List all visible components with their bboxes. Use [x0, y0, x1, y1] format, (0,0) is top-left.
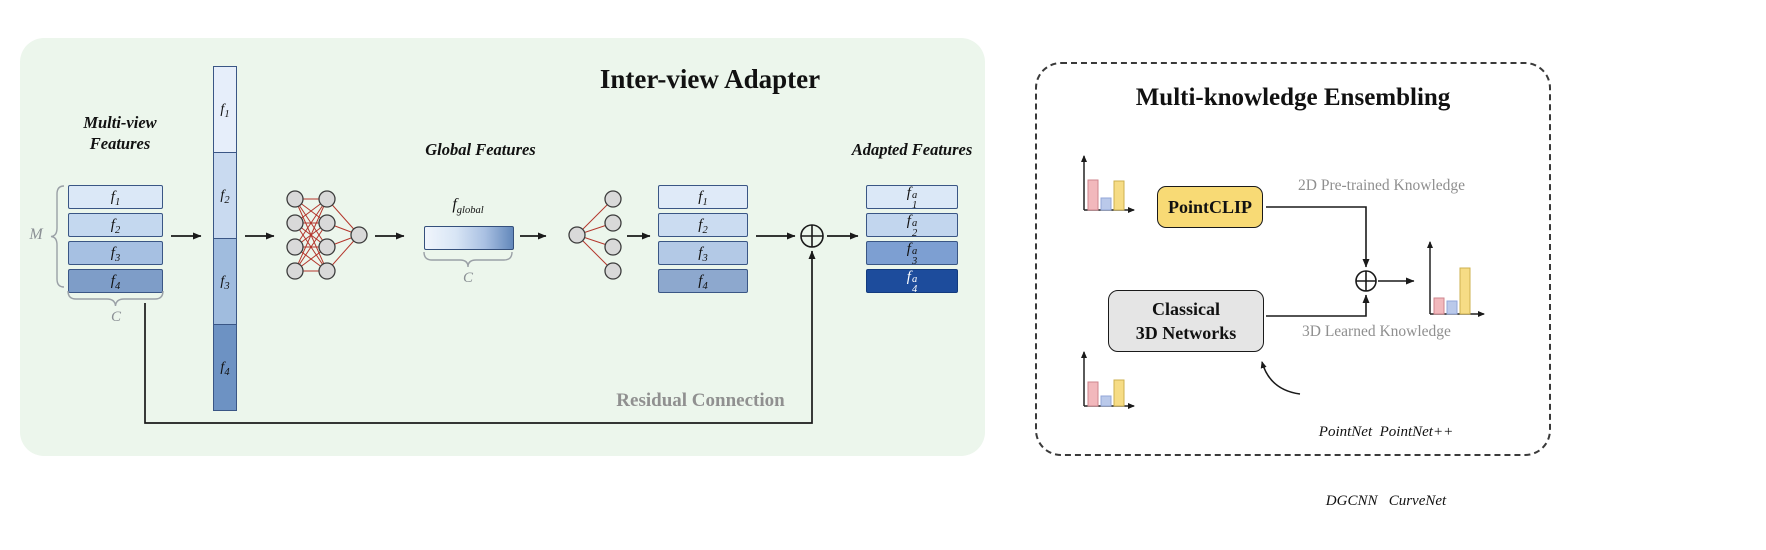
feature-label: f3: [220, 273, 230, 292]
concat-segment-f2: f2: [213, 152, 237, 239]
feature-row-f4: f4: [68, 269, 163, 293]
concat-segment-f1: f1: [213, 66, 237, 153]
feature-label: f4: [698, 272, 708, 292]
feature-label: f1: [110, 188, 121, 208]
pointclip-label: PointCLIP: [1167, 196, 1252, 217]
feature-label: f1: [220, 101, 230, 120]
feature-label: f4: [110, 272, 121, 292]
global-features-label: Global Features: [425, 140, 536, 159]
feature-row-f3: f3: [68, 241, 163, 265]
decoded-row-f1: f1: [658, 185, 748, 209]
feature-row-f2: f2: [68, 213, 163, 237]
ensembling-title: Multi-knowledge Ensembling: [1135, 84, 1451, 111]
multi-view-features-label: Multi-view Features: [55, 112, 185, 155]
feature-label: f2: [220, 187, 230, 206]
concatenated-feature-bar: f1 f2 f3 f4: [213, 66, 237, 411]
multi-view-features-label-line2: Features: [89, 134, 151, 154]
multi-view-features-label-line1: Multi-view: [83, 113, 157, 132]
feature-row-f1: f1: [68, 185, 163, 209]
decoded-row-f3: f3: [658, 241, 748, 265]
classical-3d-networks-box: Classical 3D Networks: [1108, 290, 1264, 352]
3d-knowledge-label: 3D Learned Knowledge: [1302, 323, 1451, 340]
residual-connection-label: Residual Connection: [616, 390, 785, 411]
m-dimension-label: M: [29, 226, 43, 243]
feature-label: f1: [698, 188, 708, 208]
c-dimension-label-global: C: [462, 270, 473, 286]
pointclip-box: PointCLIP: [1157, 186, 1263, 228]
inter-view-adapter-title: Inter-view Adapter: [599, 64, 821, 94]
network-names-line1: PointNet PointNet++: [1318, 423, 1454, 440]
2d-knowledge-label: 2D Pre-trained Knowledge: [1298, 177, 1466, 194]
concat-segment-f4: f4: [213, 324, 237, 411]
feature-label: f3: [698, 244, 708, 264]
feature-label: f2: [698, 216, 708, 236]
feature-label: f4: [220, 359, 230, 378]
classical-box-line2: 3D Networks: [1135, 323, 1237, 343]
network-names-label: PointNet PointNet++ DGCNN CurveNet: [1290, 374, 1482, 550]
f-global-label: fglobal: [452, 196, 484, 217]
network-names-line2: DGCNN CurveNet: [1325, 493, 1447, 510]
decoded-row-f4: f4: [658, 269, 748, 293]
feature-label: f3: [110, 244, 121, 264]
concat-segment-f3: f3: [213, 238, 237, 325]
c-dimension-label-input: C: [110, 309, 121, 325]
classical-box-line1: Classical: [1151, 298, 1220, 319]
feature-label: f2: [110, 216, 121, 236]
decoded-feature-stack: f1 f2 f3 f4: [658, 185, 748, 293]
adapted-features-label: Adapted Features: [851, 140, 973, 159]
global-feature-bar: [424, 226, 514, 250]
multi-view-feature-stack: f1 f2 f3 f4: [68, 185, 163, 293]
decoded-row-f2: f2: [658, 213, 748, 237]
